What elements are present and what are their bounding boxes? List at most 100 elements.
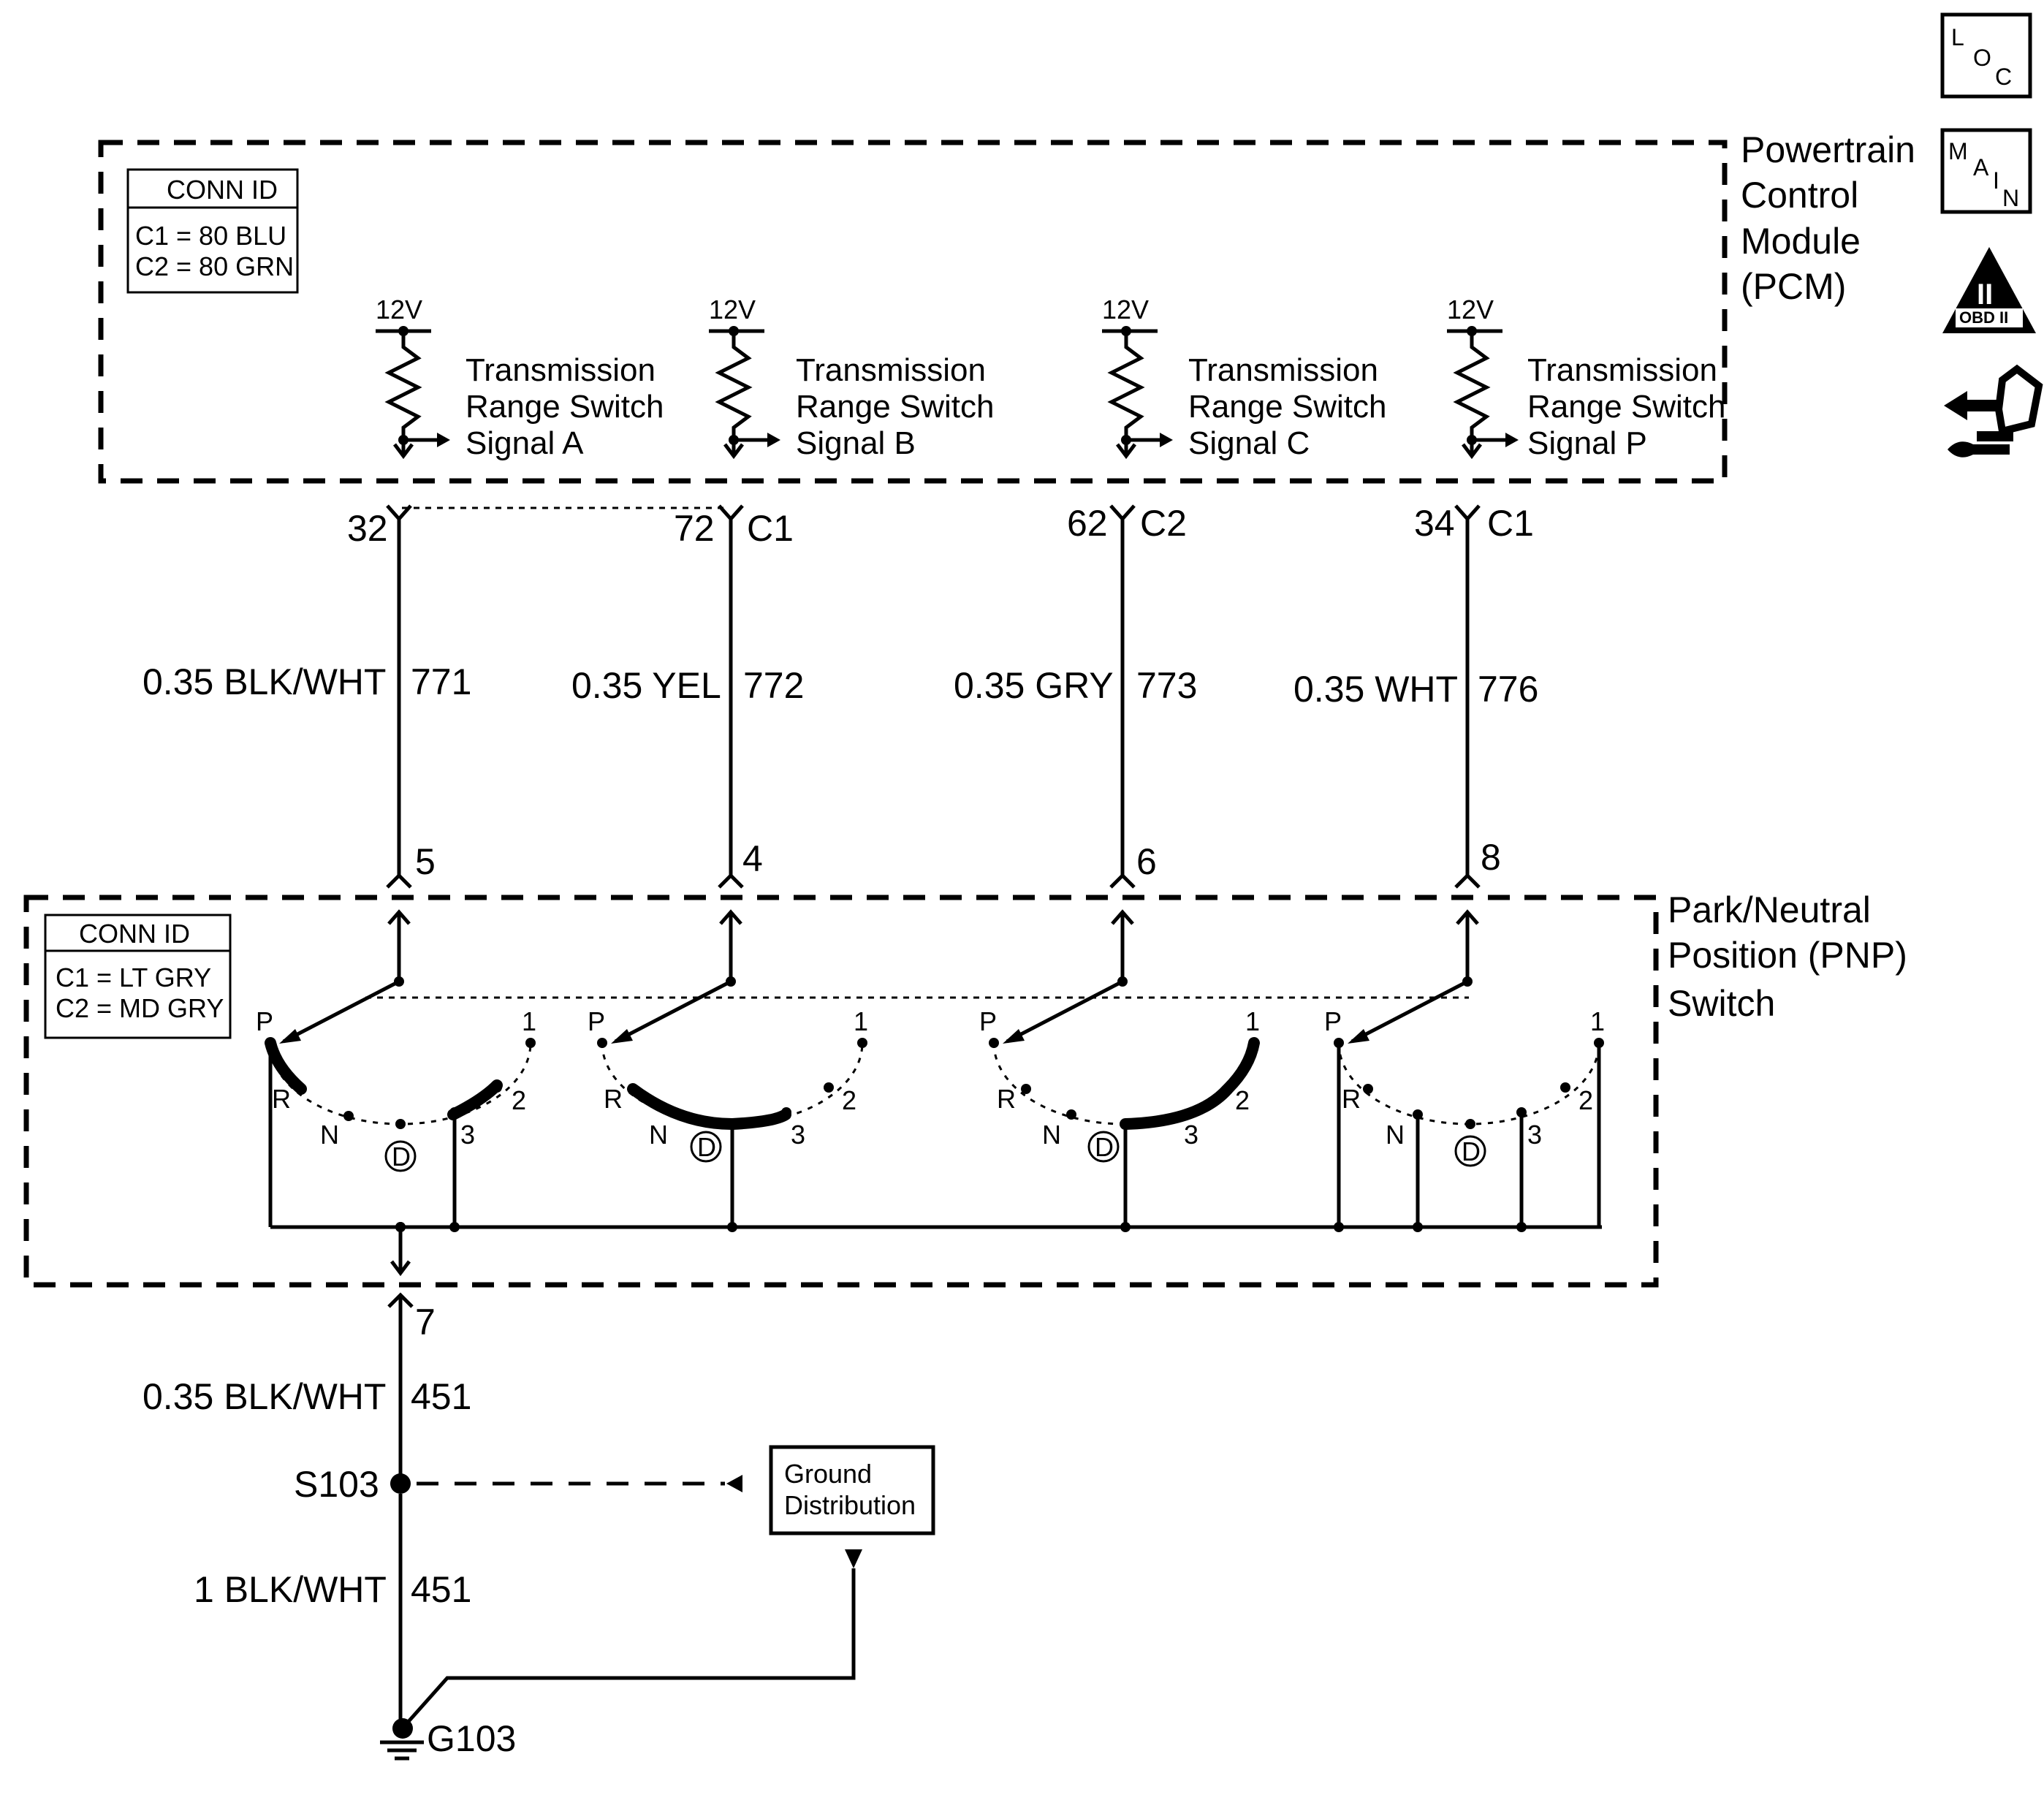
pcm-pullup-p: 12V Transmission Range Switch Signal P [1447,295,1725,461]
svg-text:O: O [1973,45,1991,71]
svg-text:Powertrain: Powertrain [1741,129,1915,170]
svg-text:P: P [979,1006,997,1036]
svg-text:Range Switch: Range Switch [466,389,664,425]
svg-text:R: R [1342,1084,1361,1114]
pcm-pullup-b: 12V Transmission Range Switch Signal B [709,295,994,461]
main-icon[interactable]: M A I N [1940,128,2032,214]
svg-text:Switch: Switch [1668,983,1775,1024]
wire-451-lower: 1 BLK/WHT 451 [194,1494,471,1725]
svg-text:0.35 BLK/WHT: 0.35 BLK/WHT [143,1376,386,1417]
svg-text:451: 451 [411,1376,471,1417]
svg-text:Range Switch: Range Switch [1188,389,1386,425]
svg-text:C1: C1 [1487,503,1534,544]
pcm-module-box [98,140,1728,484]
svg-text:P: P [256,1006,273,1036]
svg-text:3: 3 [1184,1120,1198,1150]
svg-text:Range Switch: Range Switch [796,389,994,425]
svg-text:Park/Neutral: Park/Neutral [1668,889,1871,930]
svg-text:Position (PNP): Position (PNP) [1668,935,1907,976]
svg-text:CONN ID: CONN ID [167,175,278,205]
svg-text:Signal C: Signal C [1188,425,1310,461]
svg-text:12V: 12V [709,295,756,324]
svg-text:C1 = 80 BLU: C1 = 80 BLU [135,221,286,251]
svg-text:D: D [392,1142,411,1172]
svg-text:N: N [649,1120,668,1150]
svg-text:N: N [2002,185,2019,211]
svg-text:776: 776 [1478,669,1538,710]
pcm-connector-a: 32 [347,504,412,549]
svg-text:1: 1 [522,1006,536,1036]
svg-text:3: 3 [460,1120,475,1150]
wire-772: 0.35 YEL 772 [571,519,804,876]
svg-text:II: II [1977,278,1993,311]
svg-text:P: P [1324,1006,1342,1036]
svg-text:N: N [1042,1120,1061,1150]
svg-text:R: R [272,1084,291,1114]
svg-text:C1: C1 [747,508,794,549]
svg-text:C1 = LT GRY: C1 = LT GRY [56,963,211,992]
svg-text:12V: 12V [1447,295,1494,324]
svg-text:1: 1 [854,1006,868,1036]
ground-g103: G103 [380,1718,516,1761]
pnp-switch-box [23,895,1659,1288]
svg-text:1: 1 [1590,1006,1605,1036]
pcm-connector-b: 72 C1 [674,504,794,549]
pnp-connector-6: 6 [1109,841,1157,889]
svg-text:D: D [1095,1132,1114,1162]
svg-text:12V: 12V [376,295,422,324]
wire-451-upper: 0.35 BLK/WHT 451 [143,1295,471,1484]
svg-text:S103: S103 [294,1464,379,1505]
svg-text:Signal P: Signal P [1527,425,1647,461]
pnp-switch-b: P R N D 3 2 1 [588,909,868,1232]
svg-text:C2 = MD GRY: C2 = MD GRY [56,993,224,1023]
pnp-ground-return: 7 [387,1222,436,1343]
svg-text:Range Switch: Range Switch [1527,389,1725,425]
wire-773: 0.35 GRY 773 [954,519,1197,876]
svg-text:1: 1 [1245,1006,1260,1036]
svg-text:Distribution: Distribution [784,1490,916,1520]
pnp-switch-p: P R N D 3 2 1 [1324,909,1605,1232]
pcm-conn-id-box: CONN ID C1 = 80 BLU C2 = 80 GRN [126,168,299,294]
ground-distribution-box: Ground Distribution [404,1445,935,1726]
pnp-connector-5: 5 [386,841,436,889]
svg-text:32: 32 [347,508,388,549]
svg-text:Transmission: Transmission [1188,352,1378,388]
svg-text:Module: Module [1741,221,1861,262]
pcm-label: Powertrain Control Module (PCM) [1741,129,1915,307]
svg-text:72: 72 [674,508,715,549]
pnp-switch-a: P R N D 3 2 1 [256,909,536,1232]
obd-ii-icon[interactable]: II OBD II [1942,247,2036,333]
svg-text:Signal A: Signal A [466,425,584,461]
svg-text:0.35 WHT: 0.35 WHT [1293,669,1458,710]
svg-text:3: 3 [791,1120,805,1150]
svg-text:P: P [588,1006,605,1036]
svg-text:2: 2 [842,1085,856,1115]
pcm-pullup-a: 12V Transmission Range Switch Signal A [376,295,664,461]
svg-text:2: 2 [1578,1085,1593,1115]
loc-icon[interactable]: L O C [1940,12,2032,99]
svg-text:D: D [697,1132,716,1162]
svg-text:I: I [1993,167,1999,194]
svg-text:1 BLK/WHT: 1 BLK/WHT [194,1569,387,1610]
svg-text:34: 34 [1414,503,1455,544]
svg-text:Transmission: Transmission [796,352,986,388]
pcm-pullup-c: 12V Transmission Range Switch Signal C [1102,295,1386,461]
connector-icon[interactable] [1944,364,2043,458]
pnp-connector-8: 8 [1454,837,1501,889]
svg-text:2: 2 [1235,1085,1250,1115]
svg-text:8: 8 [1481,837,1501,878]
svg-text:L: L [1951,24,1964,50]
svg-text:M: M [1948,138,1968,164]
svg-text:C2 = 80 GRN: C2 = 80 GRN [135,251,294,281]
svg-text:4: 4 [742,838,763,879]
svg-text:772: 772 [743,665,804,706]
svg-text:A: A [1973,154,1989,181]
pnp-label: Park/Neutral Position (PNP) Switch [1668,889,1907,1024]
svg-text:R: R [997,1084,1016,1114]
wire-776: 0.35 WHT 776 [1293,519,1538,876]
pnp-conn-id-box: CONN ID C1 = LT GRY C2 = MD GRY [44,914,232,1039]
svg-text:12V: 12V [1102,295,1149,324]
pnp-connector-4: 4 [718,838,763,889]
pnp-switch-c: P R N D 3 2 1 [979,909,1260,1232]
